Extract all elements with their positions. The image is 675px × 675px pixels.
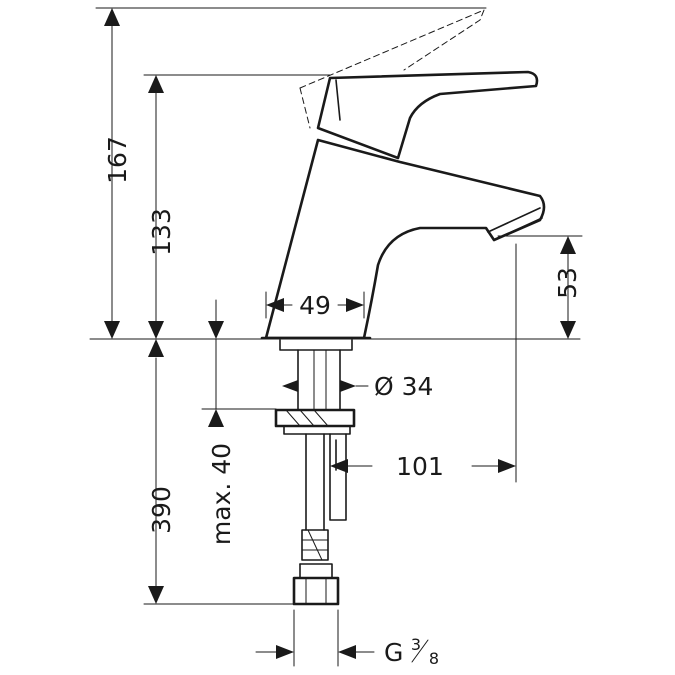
dim-projection: 101 [330, 243, 517, 483]
dim-34-label: Ø 34 [374, 372, 433, 401]
dim-167-label: 167 [103, 136, 132, 184]
dim-shank-diameter: Ø 34 [282, 365, 433, 401]
dim-thread-prefix: G [384, 638, 403, 667]
dim-133-label: 133 [147, 208, 176, 256]
dim-max40-label: max. 40 [207, 443, 236, 545]
dim-49-label: 49 [299, 291, 331, 320]
dim-total-height: 167 [95, 7, 487, 339]
dim-101-label: 101 [396, 452, 444, 481]
dim-outlet-height: 53 [497, 235, 583, 339]
faucet-body [260, 9, 546, 351]
dim-53-label: 53 [553, 267, 582, 299]
dim-thread-den: 8 [429, 649, 439, 668]
dim-body-width: 49 [265, 291, 365, 320]
dim-spout-height: 133 [143, 74, 331, 339]
dim-390-label: 390 [147, 486, 176, 534]
dim-below-length: 390 [143, 339, 295, 605]
dim-max-thickness: max. 40 [201, 299, 277, 545]
dim-thread: G 3 8 [255, 609, 439, 668]
dim-thread-num: 3 [411, 635, 421, 654]
